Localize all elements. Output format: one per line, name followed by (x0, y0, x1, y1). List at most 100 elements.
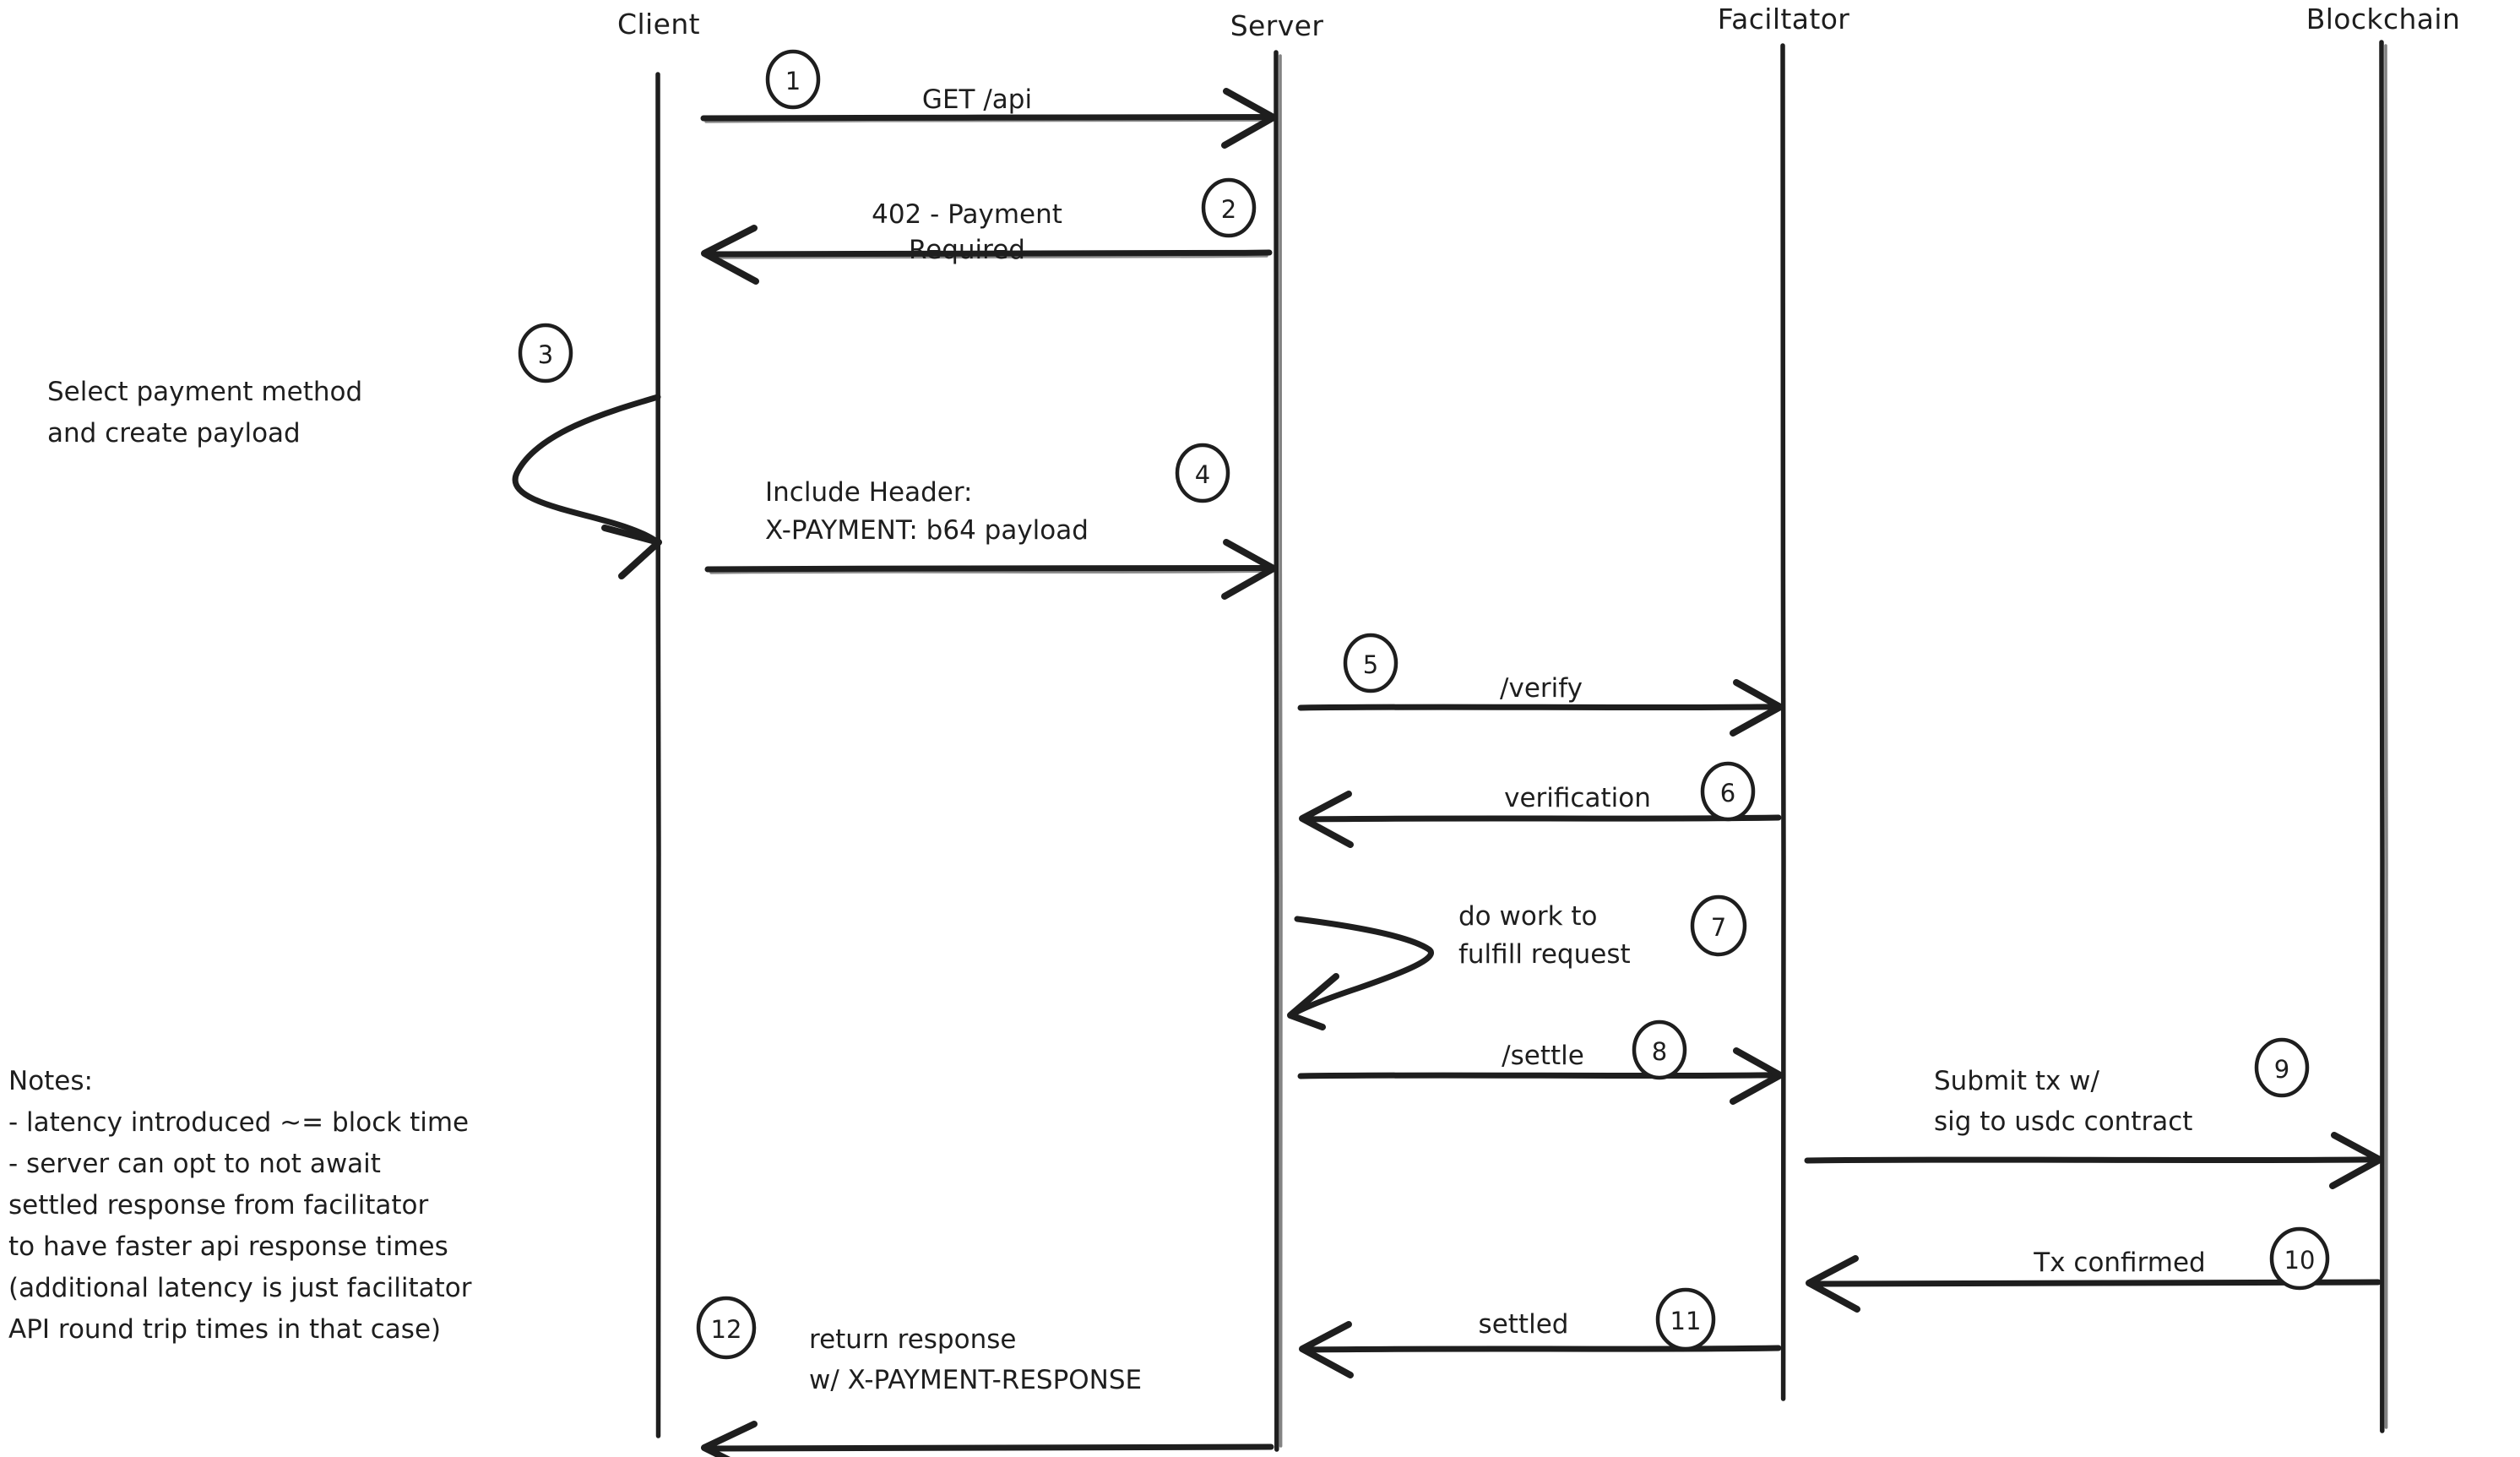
actor-labels: Client Server Faciltator Blockchain (617, 3, 2460, 42)
actor-label-server: Server (1230, 9, 1324, 42)
lifeline-server (1274, 50, 1280, 1452)
step-10-badge-number: 10 (2284, 1246, 2316, 1275)
step-2-group: 402 - Payment Required 2 (701, 177, 1273, 285)
notes-line-6: API round trip times in that case) (8, 1314, 441, 1345)
step-4-arrow-line (704, 565, 1275, 573)
step-11-arrowhead (1299, 1321, 1354, 1378)
step-10-label-line-1: Tx confirmed (2033, 1248, 2205, 1278)
step-12-badge: 12 (696, 1296, 757, 1360)
notes-line-5: (additional latency is just facilitator (8, 1273, 472, 1303)
step-8-badge: 8 (1632, 1019, 1687, 1080)
step-12-arrowhead (701, 1421, 758, 1457)
step-4-label-line-1: Include Header: (765, 477, 972, 508)
step-12-label-line-2: w/ X-PAYMENT-RESPONSE (809, 1365, 1142, 1395)
step-4-badge-number: 4 (1195, 460, 1210, 489)
step-12-label-line-1: return response (809, 1324, 1016, 1355)
step-10-badge: 10 (2269, 1226, 2330, 1291)
step-7-badge: 7 (1690, 894, 1747, 957)
lifeline-client (655, 72, 662, 1438)
step-11-badge-number: 11 (1670, 1307, 1702, 1335)
actor-label-facilitator: Faciltator (1718, 3, 1850, 35)
actor-label-client: Client (617, 8, 700, 41)
step-9-badge: 9 (2254, 1037, 2310, 1098)
lifelines (655, 40, 2389, 1452)
step-4-arrow-line-echo (709, 569, 1268, 574)
step-5-badge: 5 (1343, 633, 1398, 693)
step-6-badge-number: 6 (1720, 779, 1735, 807)
step-11-label-line-1: settled (1479, 1309, 1569, 1340)
step-5-badge-number: 5 (1363, 650, 1378, 679)
step-9-badge-number: 9 (2274, 1055, 2289, 1084)
notes-line-2: - server can opt to not await (8, 1149, 381, 1179)
step-2-label-line-2: Required (909, 235, 1025, 265)
step-7-label-line-1: do work to (1458, 901, 1598, 932)
notes-line-3: settled response from facilitator (8, 1190, 428, 1221)
lifeline-facilitator (1780, 43, 1787, 1401)
step-10-arrowhead (1806, 1255, 1860, 1313)
step-4-badge: 4 (1175, 443, 1230, 503)
step-9-group: Submit tx w/ sig to usdc contract 9 (1804, 1037, 2383, 1189)
step-5-label-line-1: /verify (1500, 673, 1583, 704)
step-8-label-line-1: /settle (1502, 1041, 1584, 1071)
step-9-arrowhead (2329, 1132, 2383, 1189)
step-4-group: Include Header: X-PAYMENT: b64 payload 4 (704, 443, 1277, 600)
step-7-badge-number: 7 (1711, 913, 1726, 942)
step-3-group: Select payment method and create payload… (47, 323, 662, 579)
actor-label-blockchain: Blockchain (2306, 3, 2461, 35)
step-6-arrowhead (1299, 791, 1354, 848)
step-4-arrowhead (1221, 539, 1277, 600)
step-8-group: /settle 8 (1297, 1019, 1784, 1105)
step-10-group: Tx confirmed 10 (1806, 1226, 2382, 1313)
step-2-arrow-line (704, 249, 1273, 258)
step-1-label-line-1: GET /api (922, 84, 1032, 115)
step-3-arrowhead (601, 525, 662, 579)
step-1-arrowhead (1221, 88, 1277, 149)
step-3-label-line-2: and create payload (47, 418, 301, 449)
lifeline-blockchain-shadow (2384, 44, 2389, 1429)
step-8-arrow-line (1297, 1072, 1782, 1079)
step-6-group: verification 6 (1299, 761, 1782, 848)
step-7-arrowhead (1287, 973, 1339, 1030)
step-5-group: /verify 5 (1297, 633, 1784, 737)
step-2-badge-number: 2 (1221, 195, 1236, 224)
step-5-arrowhead (1730, 679, 1784, 737)
step-12-group: return response w/ X-PAYMENT-RESPONSE 12 (696, 1296, 1274, 1457)
step-11-group: settled 11 (1299, 1287, 1782, 1378)
step-4-label-line-2: X-PAYMENT: b64 payload (765, 515, 1089, 546)
step-1-badge: 1 (765, 49, 821, 110)
step-6-label-line-1: verification (1504, 783, 1651, 813)
step-3-badge: 3 (518, 323, 573, 383)
notes-block: Notes: - latency introduced ~= block tim… (8, 1066, 472, 1345)
step-8-badge-number: 8 (1652, 1037, 1667, 1066)
step-12-badge-number: 12 (711, 1315, 742, 1344)
lifeline-server-shadow (1279, 54, 1284, 1448)
step-1-arrow-line (700, 114, 1275, 122)
step-5-arrow-line (1297, 704, 1782, 711)
step-6-arrow-line (1302, 814, 1782, 823)
step-8-arrowhead (1730, 1047, 1784, 1105)
step-7-group: do work to fulfill request 7 (1287, 894, 1747, 1030)
step-2-badge: 2 (1201, 177, 1257, 238)
step-3-label-line-1: Select payment method (47, 377, 362, 407)
notes-line-1: - latency introduced ~= block time (8, 1107, 469, 1138)
step-11-badge: 11 (1655, 1287, 1716, 1351)
step-7-self-loop-path (1290, 916, 1434, 1017)
step-3-self-loop-path (512, 394, 661, 544)
step-7-label-line-2: fulfill request (1458, 939, 1631, 970)
step-9-label-line-1: Submit tx w/ (1934, 1066, 2100, 1096)
step-9-label-line-2: sig to usdc contract (1934, 1106, 2192, 1137)
step-3-badge-number: 3 (538, 340, 553, 369)
step-2-arrowhead (701, 225, 759, 285)
step-11-arrow-line (1302, 1345, 1782, 1353)
step-1-arrow-line-echo (704, 118, 1268, 123)
notes-line-4: to have faster api response times (8, 1231, 448, 1262)
notes-heading: Notes: (8, 1066, 93, 1096)
step-12-arrow-line (704, 1443, 1274, 1452)
step-1-badge-number: 1 (785, 67, 801, 95)
step-2-label-line-1: 402 - Payment (872, 199, 1062, 230)
step-2-arrow-line-echo (709, 254, 1268, 259)
step-9-arrow-line (1804, 1156, 2382, 1164)
step-6-badge: 6 (1700, 761, 1756, 822)
